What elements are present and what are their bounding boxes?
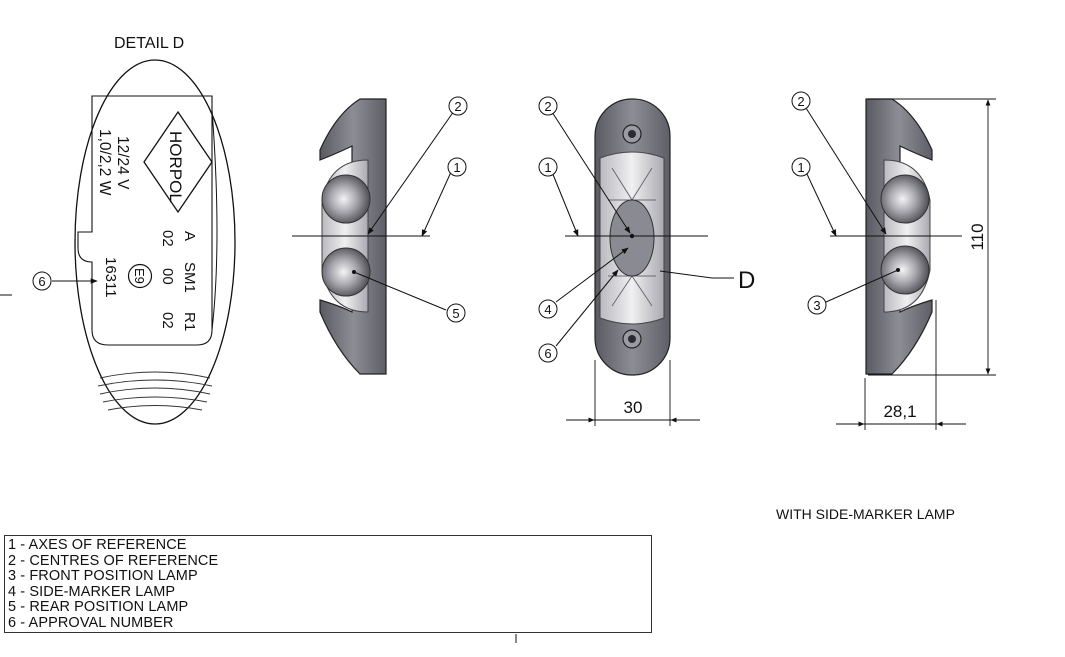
callout-2-leader-rear xyxy=(367,110,455,235)
callout-5-label-rear: 5 xyxy=(452,306,459,321)
rear-reflector-upper xyxy=(321,174,371,224)
legend-item: 1 - AXES OF REFERENCE xyxy=(8,537,187,553)
callout-1-circle-front xyxy=(538,157,558,177)
brand-text: HORPOL xyxy=(166,131,185,203)
caption: WITH SIDE-MARKER LAMP xyxy=(776,506,955,522)
callout-2-circle-front xyxy=(538,96,558,116)
callout-5-leader-rear xyxy=(353,271,447,311)
callout-1-leader-rear xyxy=(421,171,452,237)
callout-2-label-rear: 2 xyxy=(454,99,461,114)
legend-item: 4 - SIDE-MARKER LAMP xyxy=(8,583,176,600)
callout-1-leader-front xyxy=(551,171,579,237)
legend-item: 2 - CENTRES OF REFERENCE xyxy=(8,552,219,569)
callout-2-label-side: 2 xyxy=(797,94,804,109)
dim-281-label: 28,1 xyxy=(883,402,916,421)
detail-ribs xyxy=(97,371,213,411)
front-pos-reflector-lower xyxy=(880,245,930,295)
callout-2-leader-side xyxy=(805,107,887,235)
side-view-rear: 2 1 5 xyxy=(292,96,468,375)
dim-30-label: 30 xyxy=(624,398,643,417)
detail-title: DETAIL D xyxy=(114,35,185,52)
detail-d-view: HORPOL 12/24 V 1,0/2,2 W A 02 SM1 00 R1 … xyxy=(0,59,236,425)
front-view: D 2 1 4 6 30 xyxy=(538,96,755,426)
callout-1-label-side: 1 xyxy=(797,160,804,175)
callout-1-circle-side xyxy=(791,157,811,177)
callout-6-label-front: 6 xyxy=(544,346,551,361)
callout-6-label-detail: 6 xyxy=(38,274,45,289)
side-view-front: 2 1 3 110 28,1 xyxy=(791,91,996,430)
callout-4-leader-front xyxy=(555,247,629,303)
callout-1-label-front: 1 xyxy=(544,160,551,175)
code-a: A xyxy=(181,231,198,241)
callout-6-leader-front xyxy=(555,269,619,347)
code-r1-num: 02 xyxy=(159,312,176,329)
callout-2-circle-rear xyxy=(448,96,468,116)
callout-1-label-rear: 1 xyxy=(453,160,460,175)
callout-1-circle-rear xyxy=(447,157,467,177)
callout-3-circle-side xyxy=(807,295,827,315)
dim-110-label: 110 xyxy=(968,223,987,250)
detail-side-curve xyxy=(211,109,218,331)
front-pos-reflector-upper xyxy=(880,174,930,224)
callout-2-circle-side xyxy=(791,91,811,111)
callout-3-label-side: 3 xyxy=(813,298,820,313)
legend-item: 6 - APPROVAL NUMBER xyxy=(8,614,174,631)
legend-item: 3 - FRONT POSITION LAMP xyxy=(8,568,198,585)
detail-d-ref: D xyxy=(738,267,755,294)
code-sm1: SM1 xyxy=(181,262,198,293)
voltage-text: 12/24 V xyxy=(114,136,131,190)
callout-2-label-front: 2 xyxy=(544,99,551,114)
callout-4-label-front: 4 xyxy=(544,302,551,317)
approval-mark-text: E9 xyxy=(132,268,147,284)
approval-mark: E9 xyxy=(127,263,153,289)
rear-reflector-lower xyxy=(321,247,371,297)
power-text: 1,0/2,2 W xyxy=(96,129,113,196)
code-sm1-num: 00 xyxy=(159,268,176,285)
callout-1-leader-side xyxy=(805,171,837,237)
callout-6-circle-front xyxy=(538,343,558,363)
approval-number-text: 16311 xyxy=(102,257,119,298)
callout-3-leader-side xyxy=(825,269,899,303)
detail-d-leader xyxy=(659,270,734,279)
brand-logo: HORPOL xyxy=(143,110,213,214)
callout-4-circle-front xyxy=(538,299,558,319)
code-a-num: 02 xyxy=(159,230,176,247)
callout-5-circle-rear xyxy=(446,303,466,323)
legend-box: 1 - AXES OF REFERENCE 2 - CENTRES OF REF… xyxy=(4,535,652,633)
detail-label-plate xyxy=(77,95,213,346)
code-r1: R1 xyxy=(181,312,198,331)
detail-outline xyxy=(74,59,236,425)
callout-2-leader-front xyxy=(551,111,631,234)
legend-item: 5 - REAR POSITION LAMP xyxy=(8,599,189,616)
callout-6-circle-detail xyxy=(32,271,52,291)
